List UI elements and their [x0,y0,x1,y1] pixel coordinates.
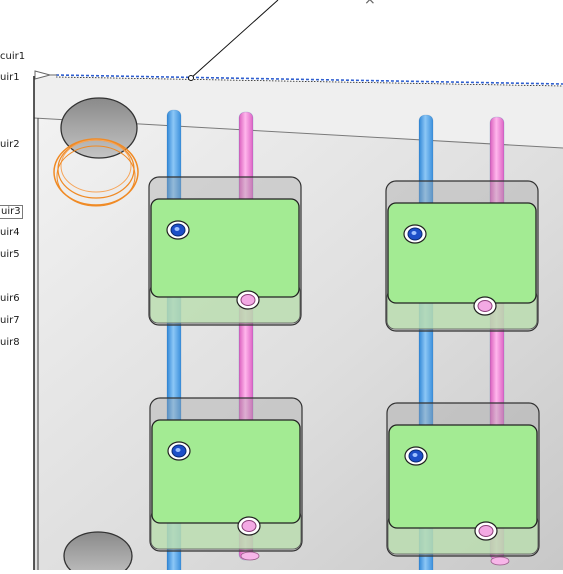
leader-line [190,0,279,79]
tree-item-uir6[interactable]: uir6 [0,293,20,304]
tree-item-uir7[interactable]: uir7 [0,315,20,326]
tree-item-uir8[interactable]: uir8 [0,337,20,348]
component-assemblies [148,109,540,574]
pin-socket-icon [478,525,494,537]
tree-item-uir4[interactable]: uir4 [0,227,20,238]
leader-anchor-point [188,75,194,81]
block-top-right-face [387,202,537,304]
pin-cap [490,556,510,566]
pin-socket-icon [240,294,256,306]
hole-bottom-left[interactable] [63,531,133,574]
tree-item-uir1[interactable]: uir1 [0,72,20,83]
pin-socket-icon [241,520,257,532]
dimension-arrow-icon [34,70,52,80]
block-bottom-left-face [151,419,301,524]
selected-ring-outer [53,138,139,206]
tree-item-uir5[interactable]: uir5 [0,249,20,260]
pin-socket-icon [477,300,493,312]
dimension-line-shadow [55,76,563,87]
hole-top-left[interactable] [53,97,139,207]
tree-item-uir3[interactable]: uir3 [0,205,23,219]
block-top-left-face [150,198,300,298]
close-icon: × [364,0,376,8]
tree-item-cuir1[interactable]: cuir1 [0,51,26,62]
dimension-line [55,74,563,85]
tree-item-uir2[interactable]: uir2 [0,139,20,150]
pin-cap [240,551,260,561]
block-bottom-right-face [388,424,538,529]
